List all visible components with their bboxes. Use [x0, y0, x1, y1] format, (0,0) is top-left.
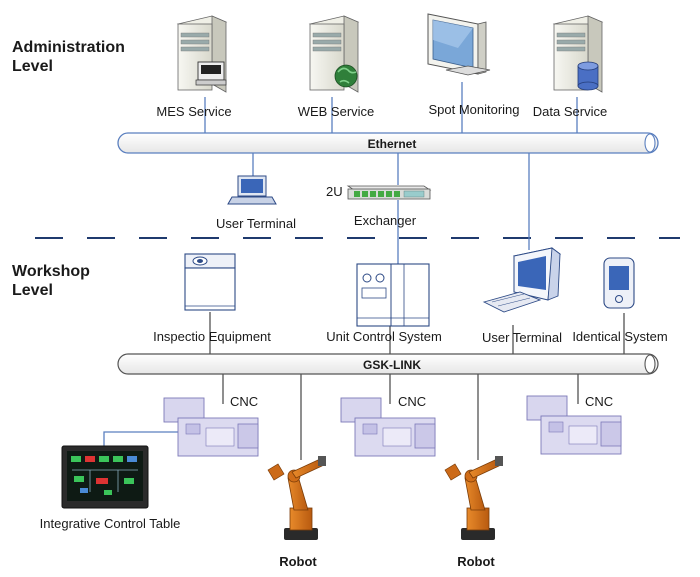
user-terminal-label-top: User Terminal — [216, 216, 296, 231]
data-service-label: Data Service — [533, 104, 607, 119]
gsk-link-label: GSK-LINK — [363, 358, 421, 372]
monitor-icon — [427, 13, 491, 76]
robot-label-2: Robot — [457, 554, 495, 569]
cnc-label-2: CNC — [398, 394, 426, 409]
web-server-icon — [308, 15, 360, 93]
gsk-wires — [103, 312, 625, 460]
cnc-label-3: CNC — [585, 394, 613, 409]
cnc-label-1: CNC — [230, 394, 258, 409]
mes-server-icon — [176, 15, 228, 93]
unit-control-system-label: Unit Control System — [326, 329, 442, 344]
desktop-computer-icon — [482, 247, 562, 313]
admin-level-label-1: Administration — [12, 39, 125, 56]
web-service-label: WEB Service — [298, 104, 375, 119]
workshop-level-label-2: Level — [12, 282, 53, 299]
cnc-machine-icon-1 — [163, 397, 259, 457]
integrative-control-table-label: Integrative Control Table — [40, 516, 181, 531]
cnc-machine-icon-3 — [526, 395, 622, 455]
user-terminal-label-bottom: User Terminal — [482, 330, 562, 345]
control-panel-icon — [61, 445, 149, 509]
industrial-robot-icon-1 — [267, 456, 326, 540]
laptop-icon — [227, 175, 277, 205]
handheld-device-icon — [603, 257, 635, 309]
control-cabinet-icon — [356, 263, 430, 327]
gsk-link-bus: GSK-LINK — [117, 353, 659, 375]
database-server-icon — [552, 15, 604, 93]
ethernet-wires — [204, 82, 578, 265]
robot-label-1: Robot — [279, 554, 317, 569]
mes-service-label: MES Service — [156, 104, 231, 119]
ethernet-bus: Ethernet — [117, 132, 659, 154]
ethernet-label: Ethernet — [368, 137, 417, 151]
inspection-equipment-icon — [184, 253, 236, 311]
exchanger-label: Exchanger — [354, 213, 417, 228]
network-switch-icon — [346, 185, 432, 200]
industrial-robot-icon-2 — [444, 456, 503, 540]
workshop-level-label-1: Workshop — [12, 263, 90, 280]
identical-system-label: Identical System — [572, 329, 667, 344]
spot-monitoring-label: Spot Monitoring — [428, 102, 519, 117]
switch-size-label: 2U — [326, 184, 343, 199]
cnc-machine-icon-2 — [340, 397, 436, 457]
admin-level-label-2: Level — [12, 58, 53, 75]
inspection-equipment-label: Inspectio Equipment — [153, 329, 271, 344]
